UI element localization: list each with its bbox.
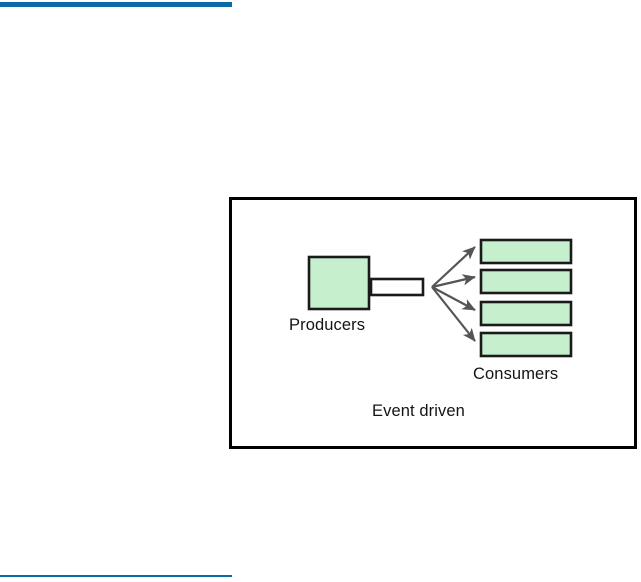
- consumer-node-3: [479, 300, 573, 327]
- figure-drawing-surface: Producers Consumers Event driven: [289, 238, 573, 420]
- consumer-node-4: [479, 331, 573, 358]
- event-driven-figure: Producers Consumers Event driven: [229, 197, 637, 449]
- consumer-node-2: [479, 268, 573, 295]
- broker-queue-node: [369, 277, 425, 297]
- top-divider-rule: [0, 2, 232, 7]
- consumer-node-1: [479, 238, 573, 265]
- arrow-broker-to-consumer-1: [431, 246, 476, 288]
- arrow-broker-to-consumer-2: [431, 274, 476, 289]
- consumers-label: Consumers: [473, 365, 558, 383]
- arrow-broker-to-consumer-4: [431, 286, 476, 342]
- arrow-broker-to-consumer-3: [431, 286, 476, 311]
- bottom-divider-rule: [0, 575, 232, 577]
- figure-caption: Event driven: [372, 402, 465, 420]
- producers-label: Producers: [289, 316, 365, 334]
- producers-node: [307, 255, 371, 311]
